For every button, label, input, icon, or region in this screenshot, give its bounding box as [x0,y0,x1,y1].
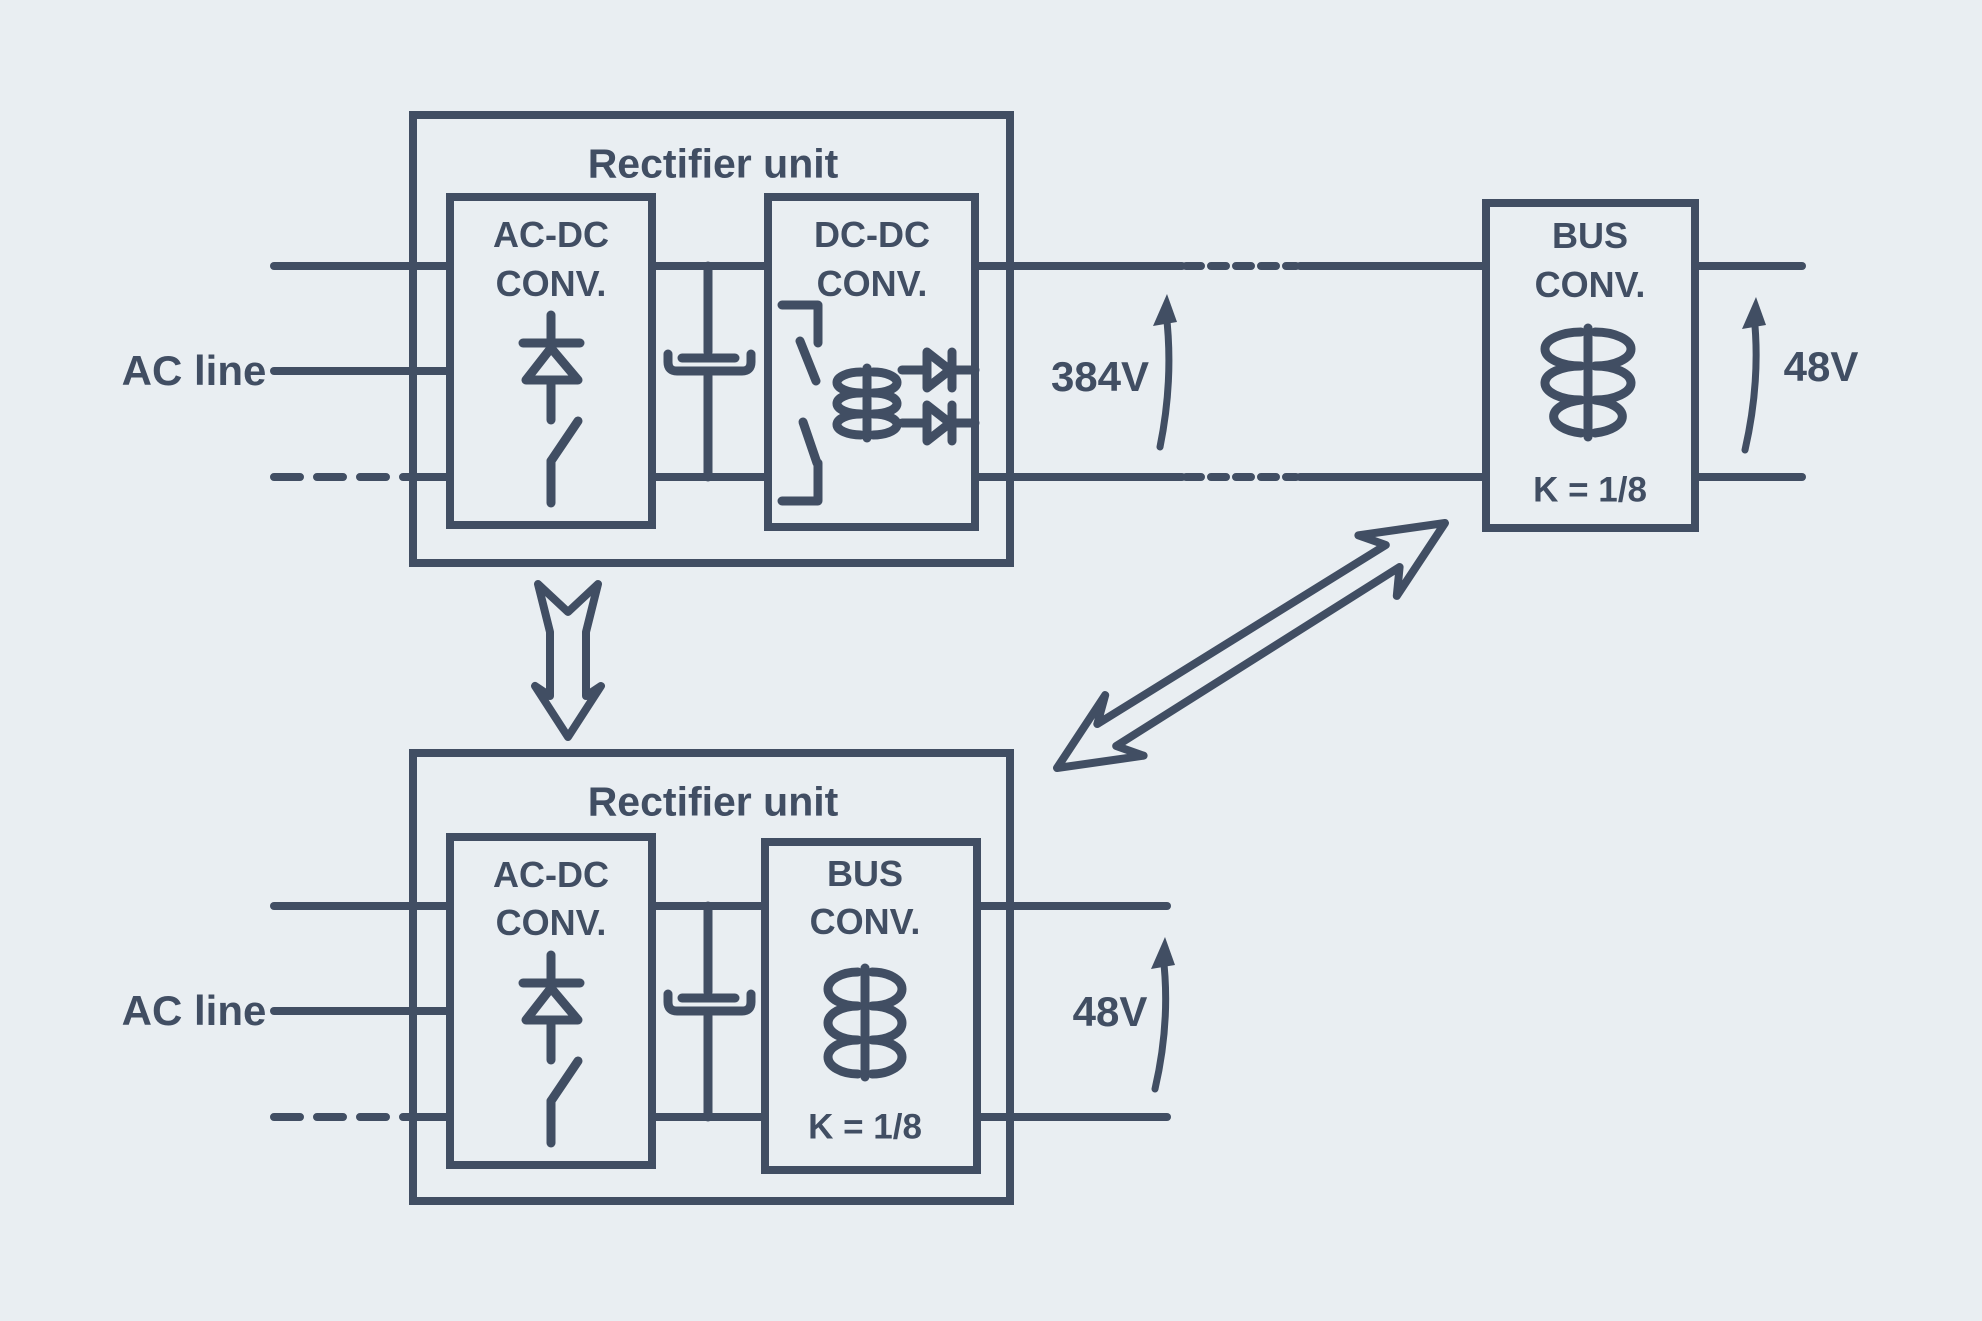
dcdc-output-diodes-icon [897,347,980,446]
bottom-bus-label-line2: CONV. [809,901,921,942]
top-dcdc-label-line1: DC-DC [814,214,930,255]
bottom-rectifier-outline [409,749,1014,1205]
dcdc-transformer-icon [832,363,902,443]
bus-transformer-icon [1540,323,1636,442]
bottom-acdc-converter-box [446,833,656,1169]
top-acdc-label-line1: AC-DC [493,214,609,255]
bottom-ac-line-label: AC line [121,987,267,1034]
diagonal-double-arrow-icon [1053,519,1449,772]
output-voltage-label-bottom: 48V [1072,988,1148,1035]
bus-voltage-arrow [1153,294,1177,451]
output-voltage-arrow-bottom [1151,937,1175,1093]
bottom-output-wires [973,902,1171,1121]
diode-switch-icon [518,310,585,508]
bottom-bus-ratio-label: K = 1/8 [808,1107,922,1147]
bus-transformer-icon [823,963,907,1082]
top-dcdc-label-line2: CONV. [816,263,928,304]
bottom-ac-input-wires [270,902,454,1121]
capacitor-icon [663,261,756,482]
bottom-bus-converter-box [761,838,981,1174]
capacitor-icon [663,901,756,1122]
down-arrow-icon [531,580,605,741]
output-voltage-arrow-top [1741,297,1766,454]
top-rectifier-title: Rectifier unit [587,140,839,187]
diode-switch-icon [518,950,585,1148]
bottom-acdc-label-line2: CONV. [495,902,607,943]
intermediate-bus-wires [971,262,1490,481]
bus-converter-output-wires [1691,262,1806,481]
top-ac-line-label: AC line [121,347,267,394]
top-acdc-converter-box [446,193,656,529]
bottom-rectifier-title: Rectifier unit [587,778,839,825]
bus-converter-box [1482,199,1699,532]
dcdc-switch-icon [777,300,823,506]
top-rectifier-outline [409,111,1014,567]
bus-converter-label-line1: BUS [1551,215,1629,256]
top-rectifier-unit [270,111,1014,567]
top-ac-input-wires [270,262,454,481]
bottom-bus-label-line1: BUS [826,853,904,894]
bottom-acdc-label-line1: AC-DC [493,854,609,895]
output-voltage-label-top: 48V [1783,343,1859,390]
bottom-rectifier-unit [270,749,1175,1205]
bus-converter [1482,199,1806,532]
bus-converter-ratio-label: K = 1/8 [1533,470,1647,510]
bus-converter-label-line2: CONV. [1534,264,1646,305]
top-acdc-label-line2: CONV. [495,263,607,304]
top-dcdc-converter-box [764,193,979,531]
bus-voltage-label: 384V [1050,353,1150,400]
